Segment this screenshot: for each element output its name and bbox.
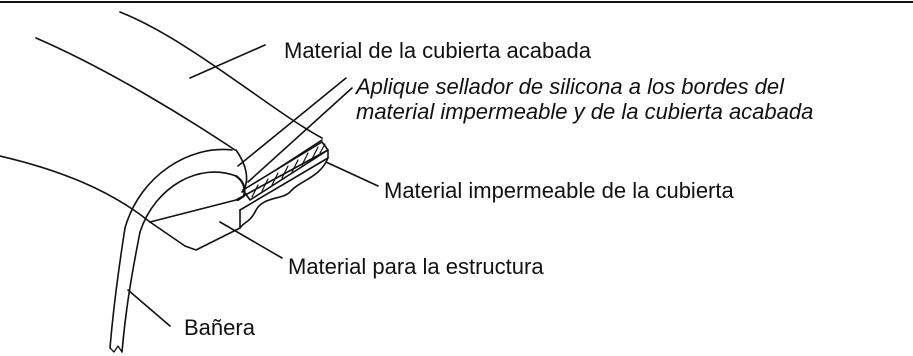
leader-structure [219, 221, 283, 259]
leader-finished [189, 44, 266, 79]
leader-sealant-b [247, 87, 353, 183]
tub-wall-left [109, 227, 126, 349]
structure-slab [149, 199, 241, 251]
label-sealant-line2: material impermeable y de la cubierta ac… [356, 99, 814, 124]
tub-wall-right [121, 231, 141, 353]
tub-curve-outer [124, 148, 233, 229]
finished-surface-inner-edge [35, 37, 236, 151]
structure-broken-edge [239, 157, 329, 229]
label-sealant-line1: Aplique sellador de silicona a los borde… [356, 74, 785, 99]
finished-surface-front-curve [235, 149, 248, 193]
label-waterproof: Material impermeable de la cubierta [384, 178, 734, 203]
tub-break [109, 345, 123, 353]
tub-outer [0, 155, 151, 223]
label-tub: Bañera [184, 315, 255, 340]
label-finished-surface: Material de la cubierta acabada [284, 38, 591, 63]
finished-surface-top-edge [119, 11, 323, 139]
structure-top [235, 149, 329, 211]
label-structure: Material para la estructura [288, 254, 544, 279]
leader-sealant-a [237, 77, 347, 167]
tub-curve-inner [139, 171, 237, 233]
leader-waterproof [325, 161, 379, 187]
leader-tub [127, 289, 171, 327]
